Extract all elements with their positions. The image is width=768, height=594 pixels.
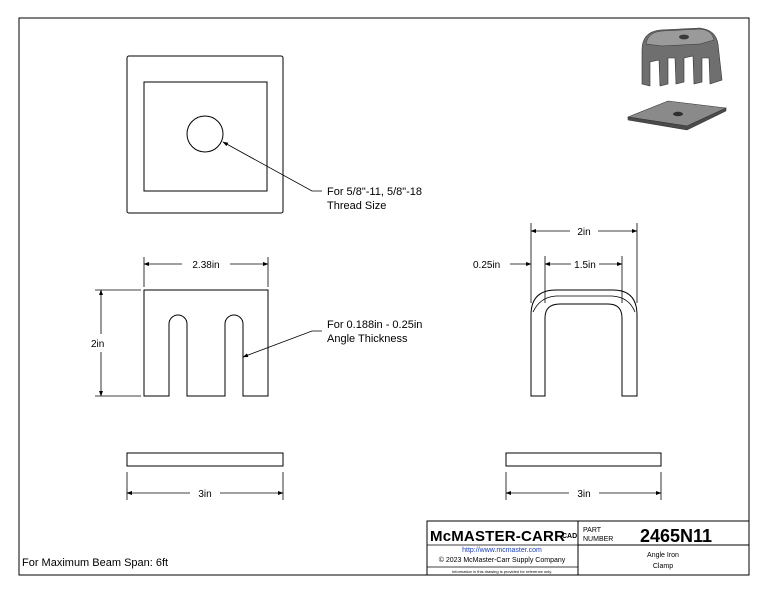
plate-render-edge [627, 107, 727, 131]
plate-render-hole [673, 111, 683, 117]
angle-note-line-1: For 0.188in - 0.25in [327, 319, 422, 331]
side-wall-label: 0.25in [473, 260, 500, 271]
thread-leader [222, 141, 322, 192]
front-view: 2.38in 2in For 0.188in - 0.25in Angle Th… [91, 257, 422, 397]
thread-note-line-1: For 5/8"-11, 5/8"-18 [327, 186, 422, 198]
beam-span-note: For Maximum Beam Span: 6ft [22, 557, 168, 569]
top-view-inner [143, 81, 268, 192]
part-label-2: NUMBER [583, 536, 613, 543]
front-height-label: 2in [91, 339, 104, 350]
title-block-frame [426, 520, 750, 576]
description-line-2: Clamp [653, 563, 673, 570]
plate-left-view: 3in [126, 452, 284, 500]
title-block: McMASTER-CARR CAD http://www.mcmaster.co… [426, 520, 750, 576]
plate-right-view: 3in [505, 452, 662, 500]
plate-left-label: 3in [198, 489, 211, 500]
angle-note-line-2: Angle Thickness [327, 333, 408, 345]
brand-logo: McMASTER-CARR [430, 528, 565, 545]
thread-note-line-2: Thread Size [327, 200, 386, 212]
thread-hole [186, 115, 224, 153]
side-view-outer [530, 289, 638, 397]
cad-icon: CAD [562, 533, 577, 540]
plate-right-label: 3in [577, 489, 590, 500]
disclaimer-text: Information in this drawing is provided … [452, 569, 552, 574]
side-inner-label: 1.5in [574, 260, 596, 271]
side-view-bend-line [532, 295, 636, 313]
copyright-text: © 2023 McMaster-Carr Supply Company [439, 556, 566, 564]
description-line-1: Angle Iron [647, 552, 679, 559]
angle-leader [242, 330, 322, 358]
front-view-outline [143, 289, 269, 397]
top-view: For 5/8"-11, 5/8"-18 Thread Size [126, 55, 422, 214]
side-outer-label: 2in [577, 227, 590, 238]
plate-right [505, 452, 662, 467]
iso-render [626, 27, 728, 131]
mcmaster-link[interactable]: http://www.mcmaster.com [462, 547, 542, 554]
plate-left [126, 452, 284, 467]
front-width-label: 2.38in [192, 260, 219, 271]
part-number: 2465N11 [640, 526, 712, 546]
top-view-outer [126, 55, 284, 214]
clamp-render-hole [679, 34, 689, 40]
side-view: 2in 0.25in 1.5in [473, 223, 638, 397]
sheet-border [18, 17, 750, 576]
part-label-1: PART [583, 527, 602, 534]
